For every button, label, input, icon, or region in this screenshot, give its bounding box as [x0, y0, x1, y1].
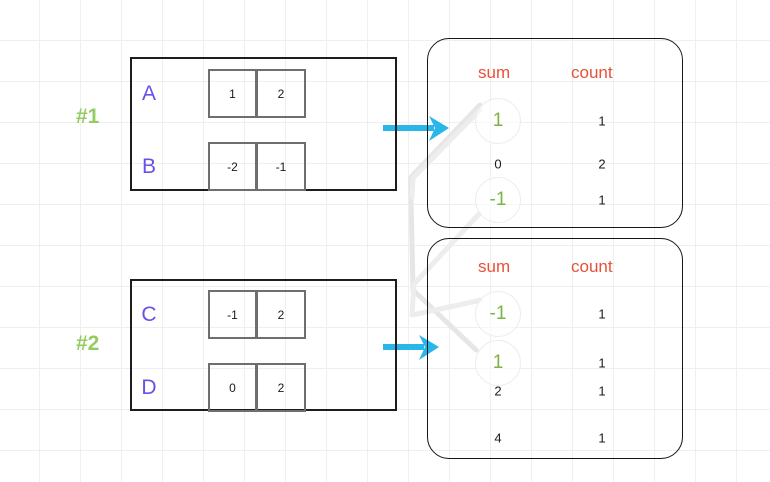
table-1-row-1-sum: 1 [475, 98, 521, 144]
table-2-row-4-sum: 4 [494, 430, 502, 446]
cell-d-0: 0 [208, 363, 257, 412]
table-1-header-sum: sum [478, 63, 511, 82]
result-table-1: sum count 1 1 0 2 -1 1 [427, 38, 683, 228]
table-2-header-count: count [571, 257, 613, 276]
row-letter-b: B [141, 154, 156, 178]
row-cells-d: 0 2 [208, 363, 306, 412]
input-row-c: C -1 2 [132, 290, 306, 339]
table-2-row-1-count: 1 [598, 306, 606, 322]
table-2-row-2-sum: 1 [475, 340, 521, 386]
cell-a-0: 1 [208, 69, 257, 118]
table-2-row-3-count: 1 [598, 383, 606, 399]
input-row-a: A 1 2 [132, 69, 306, 118]
cell-d-1: 2 [257, 363, 306, 412]
table-1-row-3-sum: -1 [475, 177, 521, 223]
table-2-row-2-count: 1 [598, 355, 606, 371]
table-1-row-3-count: 1 [598, 192, 606, 208]
input-row-b: B -2 -1 [132, 142, 306, 191]
cell-b-1: -1 [257, 142, 306, 191]
input-panel-2: C -1 2 D 0 2 [130, 279, 397, 412]
link-line-sum-minus-1-upper [409, 107, 483, 200]
section-label-2: #2 [76, 332, 100, 355]
cell-b-0: -2 [208, 142, 257, 191]
cell-c-1: 2 [257, 290, 306, 339]
result-table-2: sum count -1 1 1 1 2 1 4 1 [427, 238, 683, 459]
cell-c-0: -1 [208, 290, 257, 339]
section-label-1: #1 [76, 105, 100, 128]
table-1-header-count: count [571, 63, 613, 82]
table-2-row-3-sum: 2 [494, 383, 502, 399]
table-1-row-2-count: 2 [598, 156, 606, 172]
cell-a-1: 2 [257, 69, 306, 118]
table-2-row-4-count: 1 [598, 430, 606, 446]
row-cells-a: 1 2 [208, 69, 306, 118]
row-cells-b: -2 -1 [208, 142, 306, 191]
row-letter-c: C [141, 302, 157, 326]
row-letter-d: D [141, 375, 157, 399]
input-row-d: D 0 2 [132, 363, 306, 412]
row-cells-c: -1 2 [208, 290, 306, 339]
arrow-1-icon [383, 116, 449, 141]
arrow-2-icon [383, 335, 439, 360]
table-2-row-1-sum: -1 [475, 291, 521, 337]
input-panel-1: A 1 2 B -2 -1 [130, 57, 397, 191]
table-2-header-sum: sum [478, 257, 511, 276]
table-1-row-2-sum: 0 [494, 156, 502, 172]
table-1-row-1-count: 1 [598, 113, 606, 129]
row-letter-a: A [141, 81, 156, 105]
